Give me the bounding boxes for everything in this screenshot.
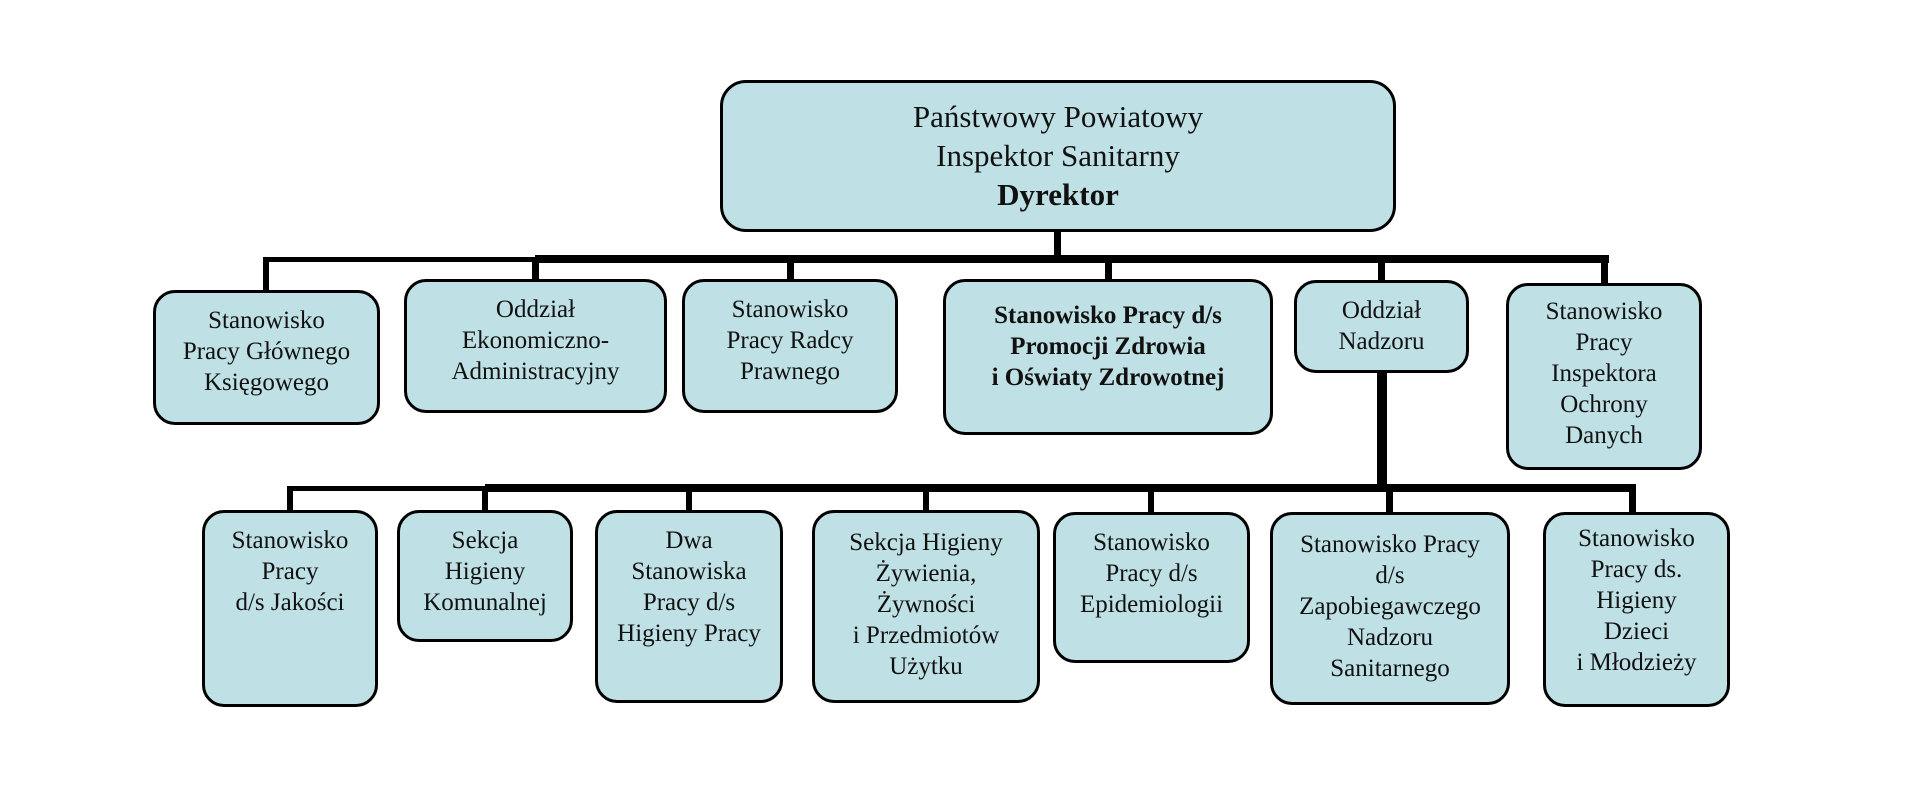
connector-l2-bus	[535, 255, 1609, 263]
connector-l3-drop-3	[686, 491, 692, 512]
box-stanowisko-pracy-ds-epidemiologii: Stanowisko Pracy d/s Epidemiologii	[1053, 512, 1250, 663]
box-sekcja-higieny-komunalnej: Sekcja Higieny Komunalnej	[397, 510, 573, 642]
box-stanowisko-pracy-glownego-ksiegowego: Stanowisko Pracy Głównego Księgowego	[153, 290, 380, 425]
box-promocji-zdrowia-i-oswiaty-zdrowotnej: Stanowisko Pracy d/s Promocji Zdrowia i …	[943, 279, 1273, 435]
box-dwa-stanowiska-pracy-ds-higieny-pracy: Dwa Stanowiska Pracy d/s Higieny Pracy	[595, 510, 783, 703]
connector-l3-drop-4	[923, 491, 929, 512]
connector-nadzoru-trunk	[1377, 373, 1387, 490]
connector-l2-drop-4	[1105, 262, 1112, 280]
box-oddzial-ekonomiczno-administracyjny: Oddział Ekonomiczno- Administracyjny	[404, 279, 667, 413]
connector-root-stub	[1054, 232, 1061, 258]
connector-l2-drop-3	[787, 262, 794, 280]
connector-l3-drop-2	[482, 491, 488, 512]
box-higieny-dzieci-i-mlodziezy: Stanowisko Pracy ds. Higieny Dzieci i Mł…	[1543, 512, 1730, 707]
connector-l2-drop-5	[1378, 262, 1385, 280]
connector-l3-bus	[485, 484, 1636, 492]
connector-l3-drop-7	[1629, 484, 1636, 514]
connector-l3-drop-5	[1148, 491, 1154, 514]
connector-l2-bus-left	[263, 257, 539, 262]
connector-l2-drop-6	[1601, 257, 1608, 284]
connector-l2-drop-2	[532, 262, 539, 280]
connector-l3-drop-1	[287, 489, 293, 512]
box-oddzial-nadzoru: Oddział Nadzoru	[1294, 280, 1469, 373]
connector-l3-drop-6	[1386, 491, 1393, 514]
box-zapobiegawczego-nadzoru-sanitarnego: Stanowisko Pracy d/s Zapobiegawczego Nad…	[1270, 512, 1510, 705]
box-sekcja-higieny-zywienia-zywnosci: Sekcja Higieny Żywienia, Żywności i Prze…	[812, 510, 1040, 703]
connector-l3-bus-left	[287, 486, 487, 491]
box-stanowisko-pracy-radcy-prawnego: Stanowisko Pracy Radcy Prawnego	[682, 279, 898, 413]
connector-l2-drop-1	[263, 258, 269, 290]
box-stanowisko-pracy-ds-jakosci: Stanowisko Pracy d/s Jakości	[202, 510, 378, 707]
box-inspektora-ochrony-danych: Stanowisko Pracy Inspektora Ochrony Dany…	[1506, 283, 1702, 470]
